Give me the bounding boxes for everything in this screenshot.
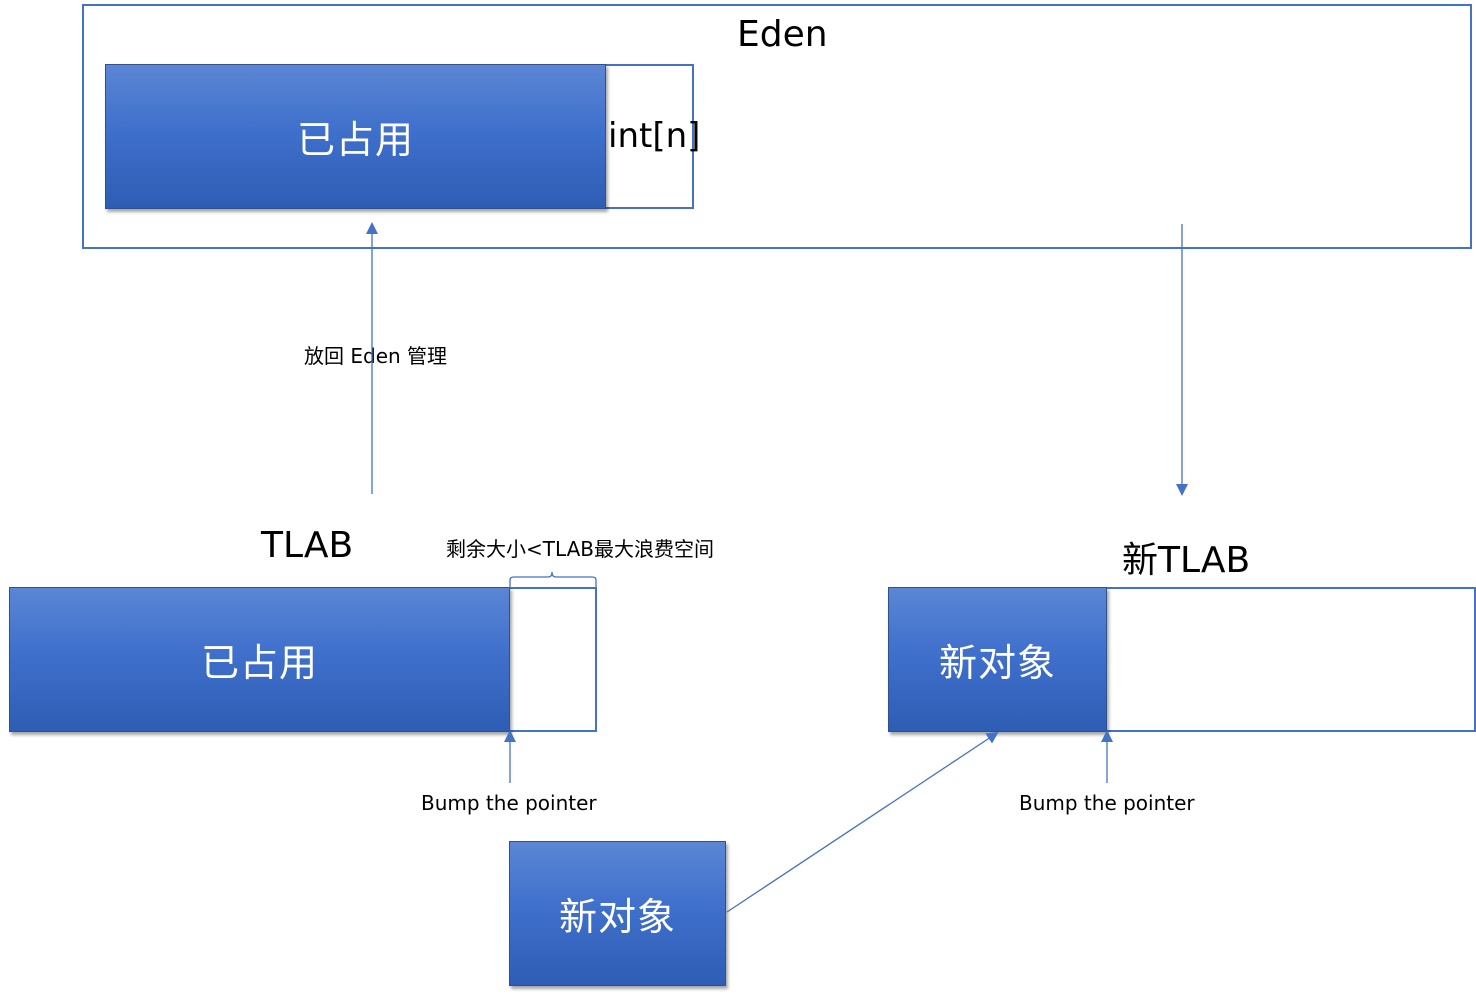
tlab-occupied-block: 已占用 [9,587,510,732]
new-tlab-pointer-label: Bump the pointer [1019,791,1195,815]
return-to-eden-label: 放回 Eden 管理 [304,344,448,368]
new-tlab-title: 新TLAB [1122,540,1251,581]
remaining-space-brace [509,571,597,588]
new-object-block: 新对象 [509,841,726,986]
new-tlab-object-block: 新对象 [888,587,1107,732]
tlab-pointer-label: Bump the pointer [421,791,597,815]
new-object-allocate-arrow [726,731,999,913]
tlab-remaining-label: 剩余大小<TLAB最大浪费空间 [446,537,714,561]
tlab-title: TLAB [261,525,354,566]
eden-title: Eden [737,14,828,55]
eden-occupied-block: 已占用 [105,64,606,209]
eden-int-array-label: int[n] [608,116,701,156]
